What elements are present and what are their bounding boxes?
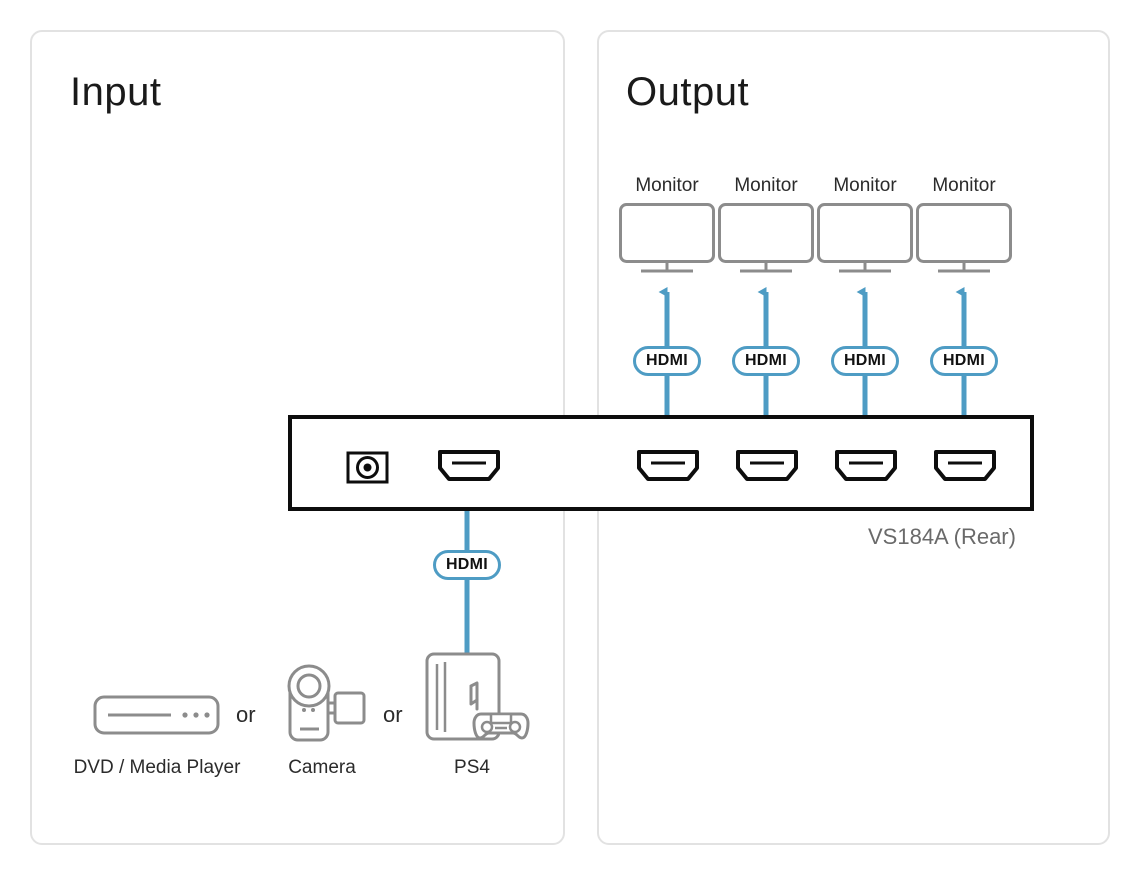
hdmi-label-input: HDMI (433, 550, 501, 580)
monitor-4: Monitor (916, 175, 1012, 275)
source-label-camera: Camera (288, 757, 356, 778)
hdmi-label-output-4: HDMI (930, 346, 998, 376)
source-dvd-player (93, 695, 220, 735)
hdmi-label-output-1: HDMI (633, 346, 701, 376)
or-separator-2: or (383, 702, 403, 727)
input-panel-title: Input (70, 70, 162, 114)
device-caption: VS184A (Rear) (868, 524, 1016, 549)
hdmi-label-output-2: HDMI (732, 346, 800, 376)
monitor-label: Monitor (635, 175, 699, 196)
source-label-dvd: DVD / Media Player (73, 757, 241, 778)
vs184a-rear-panel (288, 415, 1034, 511)
monitor-label: Monitor (734, 175, 798, 196)
monitor-label: Monitor (932, 175, 996, 196)
hdmi-label-output-3: HDMI (831, 346, 899, 376)
camcorder-icon (287, 664, 366, 742)
monitor-icon (817, 203, 913, 273)
dvd-player-icon (93, 695, 220, 735)
monitor-3: Monitor (817, 175, 913, 275)
ps4-console-icon (425, 652, 530, 741)
monitor-icon (718, 203, 814, 273)
output-panel-title: Output (626, 70, 750, 114)
monitor-1: Monitor (619, 175, 715, 275)
or-separator-1: or (236, 702, 256, 727)
source-camera (278, 663, 366, 743)
monitor-label: Monitor (833, 175, 897, 196)
source-ps4 (425, 652, 531, 744)
monitor-icon (916, 203, 1012, 273)
source-label-ps4: PS4 (454, 757, 490, 778)
monitor-icon (619, 203, 715, 273)
monitor-2: Monitor (718, 175, 814, 275)
